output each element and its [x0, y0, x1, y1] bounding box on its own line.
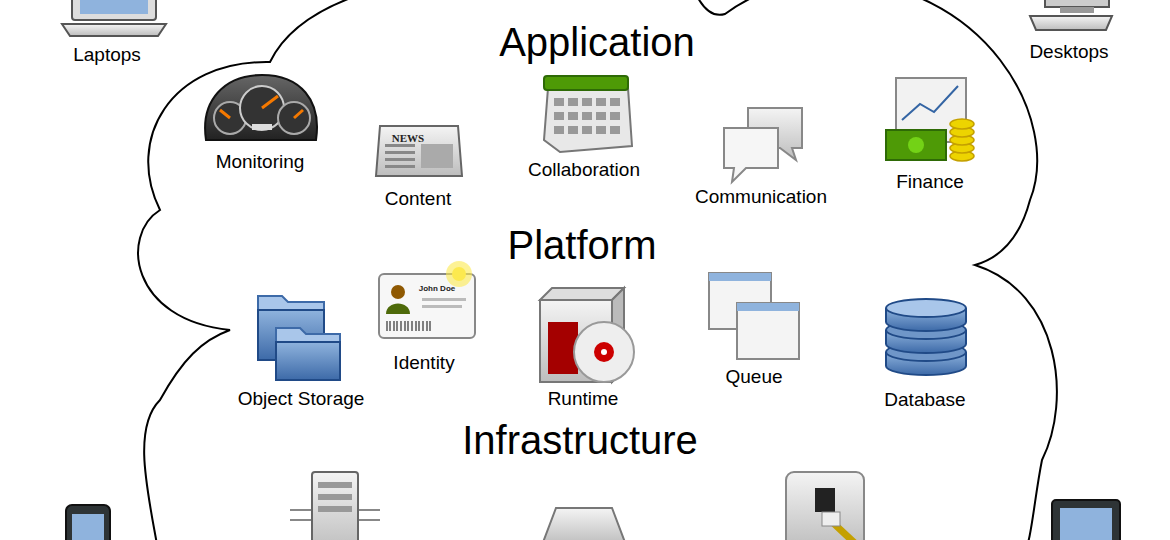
- storage-tray-icon: [542, 508, 626, 540]
- icon-label-wrap: Communication: [695, 186, 827, 208]
- icon-label-wrap: Laptops: [73, 44, 141, 66]
- icon-label-wrap: Database: [884, 389, 965, 411]
- server-icon: [290, 472, 380, 540]
- layer-heading-wrap: Platform: [508, 222, 657, 268]
- folder-icon: [258, 296, 340, 380]
- calendar-icon: [544, 76, 632, 152]
- desktop-icon: [1030, 0, 1112, 30]
- queue-icon: [709, 273, 799, 359]
- icon-label-wrap: Runtime: [548, 388, 619, 410]
- icon-label: Runtime: [548, 388, 619, 410]
- icon-label: Laptops: [73, 44, 141, 66]
- icon-label-wrap: NEWS: [392, 132, 424, 145]
- id-card-icon: [379, 261, 475, 338]
- icon-label: Collaboration: [528, 159, 640, 181]
- icon-label: Database: [884, 389, 965, 411]
- layer-heading: Platform: [508, 222, 657, 268]
- network-socket-icon: [786, 472, 864, 540]
- icon-label: Finance: [896, 171, 964, 193]
- icon-label: Object Storage: [238, 388, 365, 410]
- phone-icon: [66, 505, 110, 540]
- icon-label-wrap: Identity: [393, 352, 454, 374]
- icon-label: Desktops: [1029, 41, 1108, 63]
- runtime-icon: [540, 288, 634, 382]
- icon-label-wrap: Content: [385, 188, 452, 210]
- laptop-icon: [62, 0, 166, 36]
- icon-label-wrap: Finance: [896, 171, 964, 193]
- icon-label: Monitoring: [216, 151, 305, 173]
- icon-label-wrap: Object Storage: [238, 388, 365, 410]
- gauge-icon: [205, 75, 317, 140]
- icon-label-wrap: Desktops: [1029, 41, 1108, 63]
- layer-heading-wrap: Application: [499, 19, 695, 65]
- layer-heading: Application: [499, 19, 695, 65]
- finance-icon: [886, 78, 974, 161]
- database-icon: [886, 299, 966, 375]
- icon-label-wrap: Collaboration: [528, 159, 640, 181]
- icon-label: John Doe: [419, 284, 455, 293]
- icon-label: Content: [385, 188, 452, 210]
- icon-label: Queue: [725, 366, 782, 388]
- layer-heading-wrap: Infrastructure: [462, 417, 698, 463]
- icon-label: Identity: [393, 352, 454, 374]
- layer-heading: Infrastructure: [462, 417, 698, 463]
- newspaper-icon: [376, 126, 462, 176]
- icon-label-wrap: Queue: [725, 366, 782, 388]
- cloud-outline-path: [138, 0, 1057, 540]
- icon-label-wrap: John Doe: [419, 284, 455, 293]
- icon-label: Communication: [695, 186, 827, 208]
- tablet-icon: [1052, 500, 1120, 540]
- chat-icon: [724, 108, 802, 182]
- icon-label: NEWS: [392, 132, 424, 145]
- icon-label-wrap: Monitoring: [216, 151, 305, 173]
